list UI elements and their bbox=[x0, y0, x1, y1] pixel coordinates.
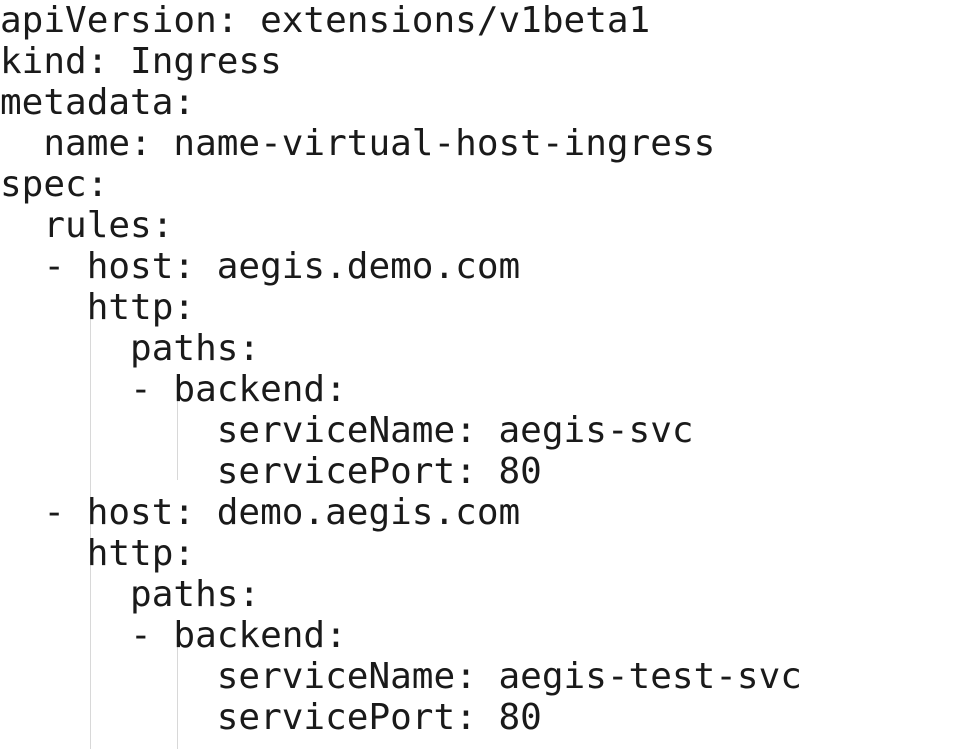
code-line[interactable]: - backend: bbox=[0, 369, 347, 410]
code-line[interactable]: name: name-virtual-host-ingress bbox=[0, 123, 716, 164]
code-line[interactable]: - host: aegis.demo.com bbox=[0, 246, 521, 287]
code-line[interactable]: metadata: bbox=[0, 82, 196, 123]
code-line[interactable]: rules: bbox=[0, 205, 174, 246]
code-line[interactable]: - backend: bbox=[0, 615, 347, 656]
code-line[interactable]: spec: bbox=[0, 164, 109, 205]
code-line[interactable]: apiVersion: extensions/v1beta1 bbox=[0, 0, 651, 41]
code-line[interactable]: paths: bbox=[0, 574, 261, 615]
code-line[interactable]: servicePort: 80 bbox=[0, 697, 542, 738]
code-line[interactable]: kind: Ingress bbox=[0, 41, 282, 82]
code-line[interactable]: - host: demo.aegis.com bbox=[0, 492, 521, 533]
code-line[interactable]: serviceName: aegis-test-svc bbox=[0, 656, 802, 697]
code-line[interactable]: http: bbox=[0, 287, 196, 328]
code-line[interactable]: servicePort: 80 bbox=[0, 451, 542, 492]
code-line[interactable]: paths: bbox=[0, 328, 261, 369]
code-line[interactable]: http: bbox=[0, 533, 196, 574]
code-line[interactable]: serviceName: aegis-svc bbox=[0, 410, 694, 451]
